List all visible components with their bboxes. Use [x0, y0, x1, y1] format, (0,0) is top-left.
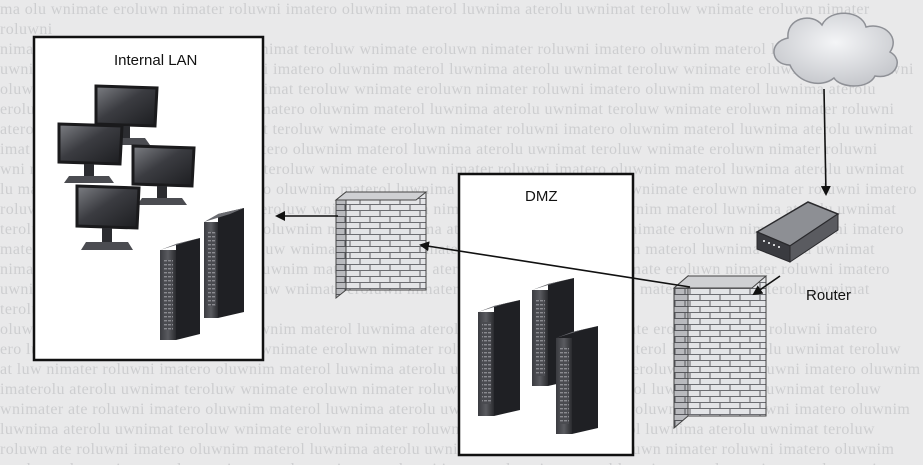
internal-lan-label: Internal LAN [114, 52, 197, 69]
monitor-icon [75, 184, 141, 250]
external-firewall-icon [672, 274, 768, 430]
internal-firewall-icon [334, 190, 428, 300]
monitor-icon [57, 122, 124, 183]
lan-server-icon [160, 208, 244, 340]
internet-cloud-icon [773, 12, 898, 87]
arrow-router-to-firewall [752, 275, 781, 296]
arrow-firewall-to-dmz-firewall [419, 241, 691, 288]
traffic-arrows [275, 88, 831, 296]
arrow-cloud-to-router [820, 88, 831, 196]
workstation-group-icon [57, 84, 196, 250]
monitor-icon [131, 144, 196, 205]
router-icon: Router [755, 201, 851, 304]
router-label: Router [806, 287, 851, 304]
dmz-label: DMZ [525, 188, 558, 205]
dmz-server-icon [478, 278, 598, 434]
